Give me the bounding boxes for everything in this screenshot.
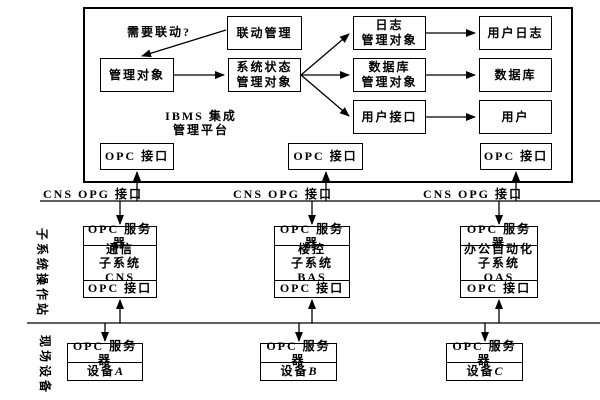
sys-status-mgmt-box: 系统状态 管理对象 (228, 58, 301, 92)
database-box: 数据库 (479, 58, 552, 92)
bus-label-right: CNS OPG 接口 (423, 187, 524, 201)
linkage-mgmt-box: 联动管理 (227, 16, 302, 50)
subsystem-cns-opc-interface: OPC 接口 (84, 279, 156, 297)
device-b-id: B (308, 363, 317, 378)
platform-title: IBMS 集成 管理平台 (150, 109, 252, 137)
subsystem-oas-box: OPC 服务器 办公自动化 子系统 OAS OPC 接口 (460, 222, 538, 298)
device-c-name: 设备 C (447, 362, 522, 379)
device-b-name: 设备 B (261, 362, 336, 379)
device-c-box: OPC 服务器 设备 C (446, 339, 523, 381)
user-box: 用户 (479, 100, 552, 134)
device-a-label: 设备 (86, 363, 115, 378)
subsystem-cns-name: 通信 子系统 CNS (84, 242, 156, 284)
platform-title-line2: 管理平台 (172, 123, 229, 137)
user-interface-box: 用户接口 (353, 100, 426, 134)
subsystem-bas-opc-interface: OPC 接口 (275, 279, 349, 297)
platform-opc-interface-right: OPC 接口 (480, 143, 552, 170)
linkage-question-label: 需要联动? (127, 25, 192, 39)
device-a-id: A (115, 363, 124, 378)
subsystem-oas-opc-interface: OPC 接口 (461, 279, 537, 297)
device-a-box: OPC 服务器 设备 A (67, 339, 143, 381)
device-a-opc-server: OPC 服务器 (72, 339, 138, 367)
subsystem-bas-box: OPC 服务器 楼控 子系统 BAS OPC 接口 (274, 222, 350, 298)
user-log-box: 用户日志 (479, 16, 552, 50)
log-mgmt-box: 日志 管理对象 (353, 16, 426, 50)
subsystem-oas-opc-server: OPC 服务器 (466, 222, 532, 250)
db-mgmt-box: 数据库 管理对象 (353, 58, 426, 92)
device-a-name: 设备 A (68, 362, 142, 379)
subsystem-layer-label: 子系统操作站 (35, 228, 49, 319)
device-b-opc-server: OPC 服务器 (266, 339, 331, 367)
device-c-label: 设备 (466, 363, 495, 378)
bus-label-mid: CNS OPG 接口 (233, 187, 334, 201)
subsystem-cns-box: OPC 服务器 通信 子系统 CNS OPC 接口 (83, 222, 157, 298)
bus-label-left: CNS OPG 接口 (43, 187, 144, 201)
device-c-id: C (494, 363, 503, 378)
device-b-box: OPC 服务器 设备 B (260, 339, 337, 381)
subsystem-bas-name: 楼控 子系统 BAS (275, 242, 349, 284)
platform-title-line1: IBMS 集成 (165, 109, 237, 123)
field-layer-label: 现场设备 (38, 335, 52, 396)
platform-opc-interface-mid: OPC 接口 (288, 143, 363, 170)
subsystem-oas-name: 办公自动化 子系统 OAS (461, 242, 537, 284)
platform-opc-interface-left: OPC 接口 (100, 143, 174, 170)
mgmt-object-box: 管理对象 (100, 58, 174, 92)
device-c-opc-server: OPC 服务器 (452, 339, 517, 367)
device-b-label: 设备 (280, 363, 309, 378)
